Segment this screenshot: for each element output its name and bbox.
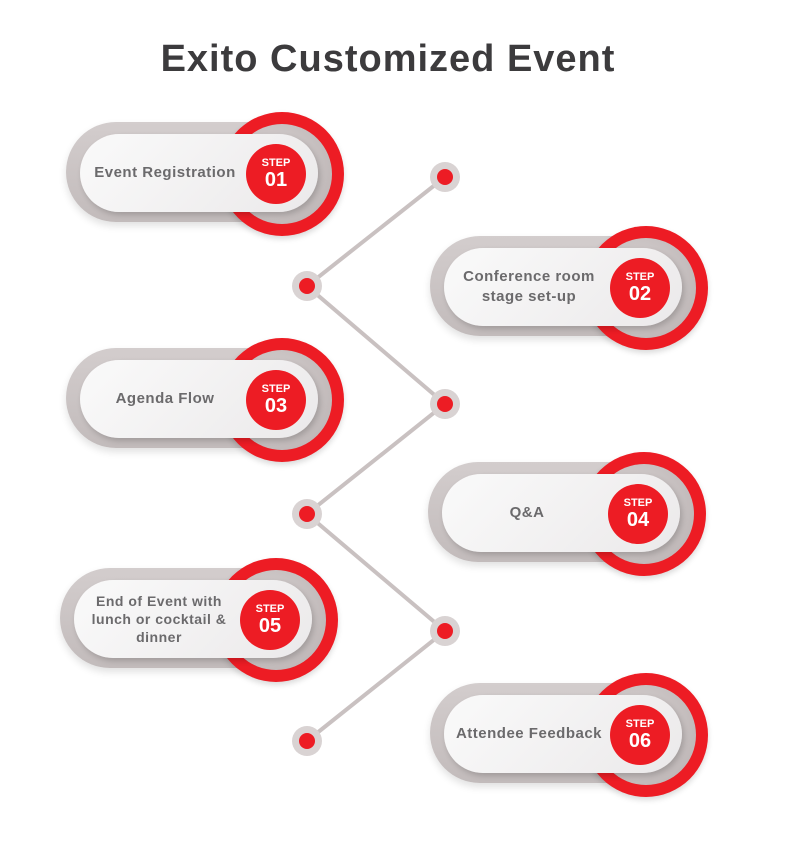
- step-label: Conference room stage set-up: [463, 268, 595, 305]
- timeline-nodes: [292, 162, 460, 756]
- node-4: [292, 499, 322, 529]
- connector-line: [303, 175, 449, 743]
- step-card-05: End of Event with lunch or cocktail & di…: [60, 558, 360, 682]
- step-word: STEP: [255, 603, 285, 615]
- node-1: [430, 162, 460, 192]
- step-number: 06: [628, 730, 652, 752]
- node-2: [292, 271, 322, 301]
- step-label: Attendee Feedback: [455, 725, 603, 742]
- step-number: 04: [626, 509, 650, 531]
- page-title: Exito Customized Event: [160, 38, 616, 80]
- step-word: STEP: [623, 497, 653, 509]
- step-label: Event Registration: [94, 164, 236, 181]
- step-label: Agenda Flow: [115, 390, 215, 407]
- step-word: STEP: [261, 383, 291, 395]
- step-number: 02: [628, 283, 652, 305]
- step-number: 01: [264, 169, 288, 191]
- step-word: STEP: [625, 271, 655, 283]
- step-word: STEP: [625, 718, 655, 730]
- step-word: STEP: [261, 157, 291, 169]
- step-number: 05: [258, 615, 282, 637]
- node-5: [430, 616, 460, 646]
- step-number: 03: [264, 395, 288, 417]
- node-6: [292, 726, 322, 756]
- node-3: [430, 389, 460, 419]
- step-label: Q&A: [509, 504, 545, 521]
- step-label: End of Event with lunch or cocktail & di…: [91, 593, 227, 645]
